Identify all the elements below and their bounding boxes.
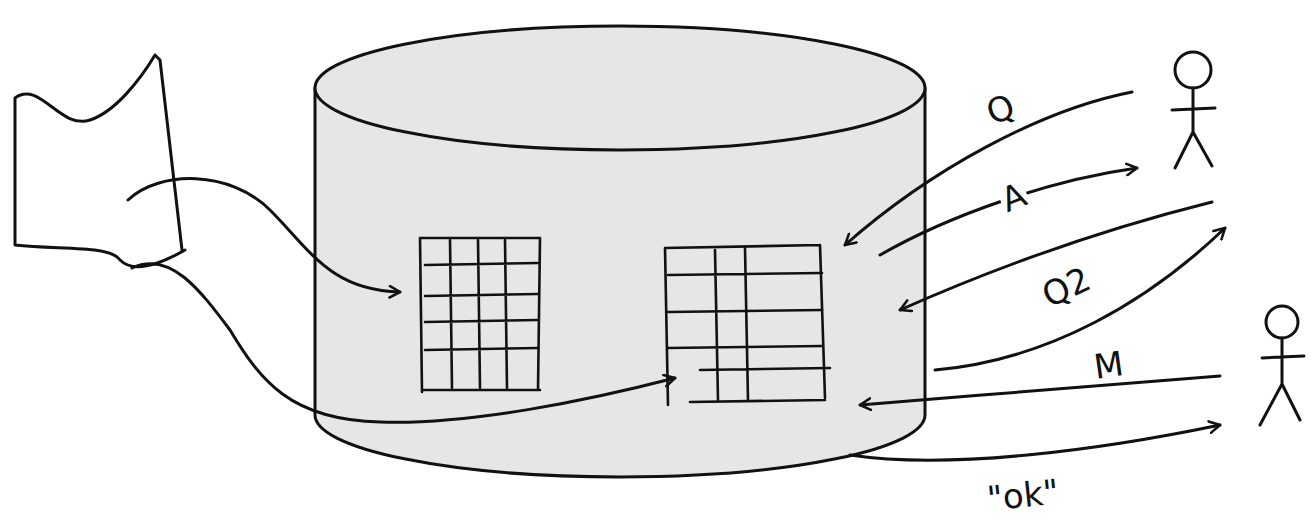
flow-arrow <box>132 264 675 423</box>
cylinder-top <box>315 26 925 150</box>
answer-arrow <box>880 168 1137 255</box>
arrow-label: "ok" <box>983 474 1062 516</box>
arrow-label: A <box>995 176 1033 218</box>
answer-arrow <box>935 228 1225 370</box>
stick-figure <box>1260 306 1304 425</box>
flow-arrow <box>128 179 400 292</box>
arrow-label: M <box>1090 346 1128 384</box>
document-shape <box>15 55 185 267</box>
table-grid <box>665 245 830 405</box>
stick-figure <box>1172 52 1215 168</box>
arrow-label: Q2 <box>1035 261 1097 314</box>
arrow-label: Q <box>980 87 1021 130</box>
message-arrow <box>860 376 1220 405</box>
ok-arrow <box>850 425 1220 460</box>
table-grid <box>420 238 540 392</box>
